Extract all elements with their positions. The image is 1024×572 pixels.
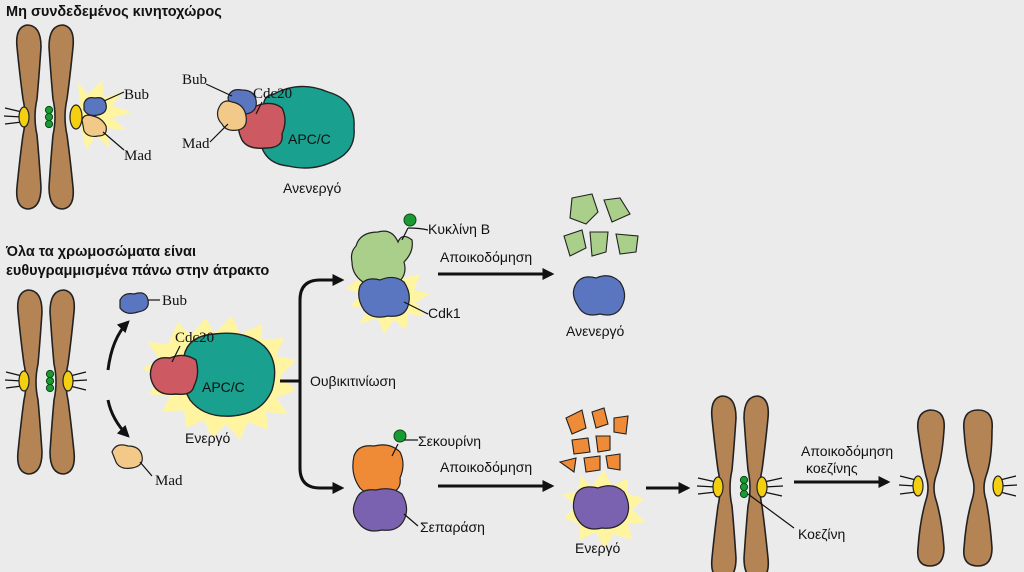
label-cdk1: Cdk1 <box>428 305 461 321</box>
label-mad-top-left: Mad <box>124 148 152 164</box>
aligned-chromosome <box>4 289 88 475</box>
label-apcc-inactive: APC/C <box>288 131 331 147</box>
label-active-separase: Ενεργό <box>575 540 621 556</box>
label-bub-top-left: Bub <box>124 87 149 103</box>
label-mad-released: Mad <box>155 473 183 489</box>
label-inactive-apcc: Ανενεργό <box>283 180 342 196</box>
label-degradation-bottom: Αποικοδόμηση <box>440 459 532 475</box>
separated-chromatids <box>898 409 1018 567</box>
mad-released <box>111 444 143 469</box>
label-degradation-top: Αποικοδόμηση <box>440 249 532 265</box>
label-cohesin: Κοεζίνη <box>798 526 845 542</box>
label-mad-top-center: Mad <box>182 136 210 152</box>
securin <box>352 444 404 496</box>
label-cohesin-degradation-line1: Αποικοδόμηση <box>801 443 893 459</box>
label-apcc-active: APC/C <box>202 379 245 395</box>
inactive-apcc-complex: Bub Cdc20 Mad APC/C Ανενεργό <box>182 72 355 196</box>
apcc-active <box>181 332 276 417</box>
mad-protein-top-center <box>216 100 247 131</box>
securin-fragments <box>558 407 629 473</box>
heading-aligned-line2: ευθυγραμμισμένα πάνω στην άτρακτο <box>6 263 270 279</box>
separase <box>352 488 408 532</box>
label-separase: Σεπαράση <box>420 519 485 535</box>
heading-unattached: Μη συνδεδεμένος κινητοχώρος <box>6 4 222 20</box>
cdk1 <box>358 276 410 318</box>
label-securin: Σεκουρίνη <box>418 433 481 449</box>
unattached-chromosome: Bub Mad <box>3 24 152 210</box>
separase-active <box>572 485 630 530</box>
label-cyclin-b: Κυκλίνη Β <box>428 221 490 237</box>
label-cdc20-active: Cdc20 <box>175 330 214 346</box>
label-cdc20-top: Cdc20 <box>253 86 292 102</box>
bub-released <box>119 292 149 314</box>
active-apcc-complex: Cdc20 APC/C Ενεργό <box>142 316 296 446</box>
securin-separase-complex: Σεκουρίνη Σεπαράση <box>352 429 485 535</box>
label-bub-top-center: Bub <box>182 72 207 88</box>
label-cohesin-degradation-line2: κοεζίνης <box>806 460 858 476</box>
label-inactive-cdk1: Ανενεργό <box>566 323 625 339</box>
label-bub-released: Bub <box>162 293 187 309</box>
cyclin-b <box>350 230 413 288</box>
cyclin-cdk1-complex: Κυκλίνη Β Cdk1 <box>346 213 490 334</box>
bub-protein-top-left <box>83 97 107 117</box>
chromosome-with-cohesin: Κοεζίνη <box>696 395 845 572</box>
mad-protein-top-left <box>81 114 107 138</box>
label-active-apcc: Ενεργό <box>185 430 231 446</box>
cdc20-active <box>149 354 199 396</box>
cyclin-b-fragments <box>563 193 639 257</box>
label-ubiquitination: Ουβικιτινίωση <box>310 373 396 389</box>
heading-aligned-line1: Όλα τα χρωμοσώματα είναι <box>6 244 196 260</box>
apcc-inactive <box>258 85 355 169</box>
cdk1-inactive <box>572 275 626 316</box>
